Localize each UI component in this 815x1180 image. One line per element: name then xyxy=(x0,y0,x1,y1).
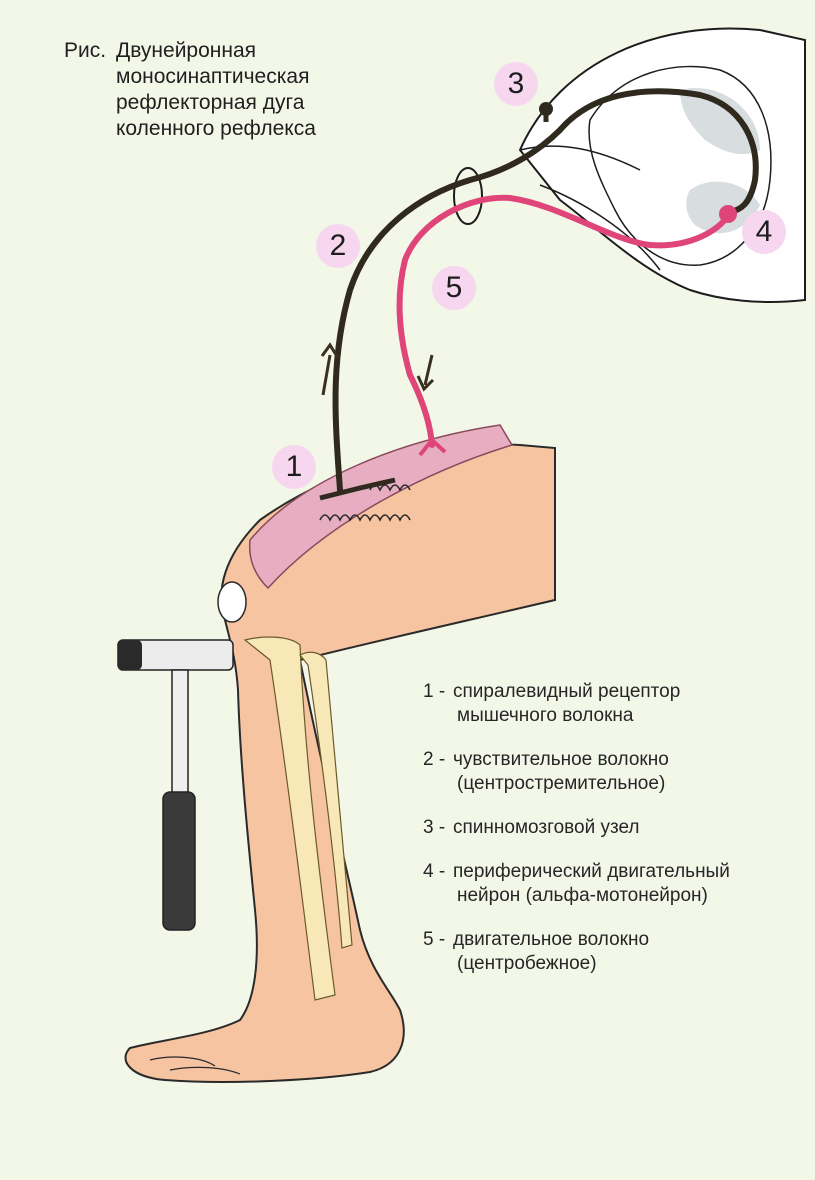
legend-item-2: 2 - чувствительное волокно (центростреми… xyxy=(423,748,813,796)
badge-3: 3 xyxy=(494,62,538,106)
badge-4: 4 xyxy=(742,210,786,254)
badge-1: 1 xyxy=(272,445,316,489)
legend-line: спиралевидный рецептор xyxy=(423,680,813,704)
legend-item-1: 1 - спиралевидный рецептор мышечного вол… xyxy=(423,680,813,728)
legend-num: 2 - xyxy=(423,748,451,772)
legend-num: 4 - xyxy=(423,860,451,884)
legend-item-3: 3 - спинномозговой узел xyxy=(423,816,813,840)
legend-num: 5 - xyxy=(423,928,451,952)
caption-line-3: рефлекторная дуга xyxy=(64,90,316,116)
legend-line: периферический двигательный xyxy=(423,860,813,884)
reflex-hammer xyxy=(118,640,233,930)
badge-2: 2 xyxy=(316,224,360,268)
legend-num: 1 - xyxy=(423,680,451,704)
spinal-cord-section xyxy=(520,29,805,302)
legend-line: мышечного волокна xyxy=(423,704,813,728)
caption-line-4: коленного рефлекса xyxy=(64,116,316,142)
caption-line-2: моносинаптическая xyxy=(64,64,316,90)
legend: 1 - спиралевидный рецептор мышечного вол… xyxy=(423,680,813,996)
caption-line-1: Двунейронная xyxy=(116,39,256,62)
legend-line: двигательное волокно xyxy=(423,928,813,952)
legend-item-5: 5 - двигательное волокно (центробежное) xyxy=(423,928,813,976)
motor-neuron xyxy=(719,205,737,223)
legend-line: спинномозговой узел xyxy=(423,816,813,840)
badge-5: 5 xyxy=(432,266,476,310)
legend-num: 3 - xyxy=(423,816,451,840)
arrow-up-icon xyxy=(323,355,330,395)
legend-line: нейрон (альфа-мотонейрон) xyxy=(423,884,813,908)
legend-line: (центробежное) xyxy=(423,952,813,976)
figure-caption: Рис.Двунейронная моносинаптическая рефле… xyxy=(64,38,316,142)
caption-prefix: Рис. xyxy=(64,38,116,64)
legend-item-4: 4 - периферический двигательный нейрон (… xyxy=(423,860,813,908)
legend-line: (центростремительное) xyxy=(423,772,813,796)
legend-line: чувствительное волокно xyxy=(423,748,813,772)
